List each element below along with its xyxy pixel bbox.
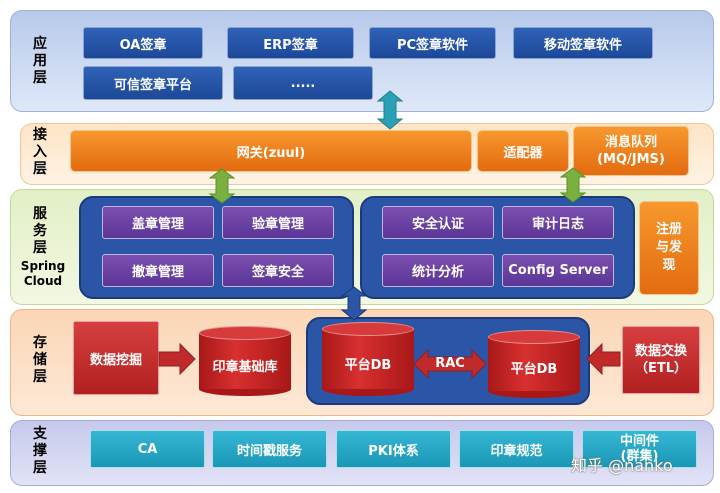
seal-security-box: 签章安全 [222, 254, 334, 287]
data-exchange-label: 数据交换 [634, 344, 687, 359]
seal-management-box: 盖章管理 [102, 206, 214, 239]
support-layer-label: 支撑层 [33, 426, 47, 476]
data-exchange-sublabel: （ETL） [634, 361, 688, 376]
registry-discovery-box: 注册与发现 [639, 201, 699, 295]
message-queue-box: 消息队列 (MQ/JMS) [573, 126, 689, 176]
seal-verify-box: 验章管理 [222, 206, 334, 239]
storage-layer-label: 存储层 [33, 335, 47, 385]
cloud-label: Cloud [23, 274, 63, 288]
oa-seal-box: OA签章 [83, 27, 203, 59]
watermark-text: 知乎 @nanko [571, 456, 673, 475]
config-server-box: Config Server [502, 254, 614, 287]
message-queue-sublabel: (MQ/JMS) [597, 152, 665, 167]
access-layer-label: 接入层 [33, 127, 47, 177]
ca-box: CA [90, 430, 205, 468]
mobile-seal-software-box: 移动签章软件 [513, 27, 653, 59]
registry-discovery-label: 注册与发现 [655, 222, 682, 273]
platform-db-b-cylinder: 平台DB [488, 330, 580, 398]
middleware-sublabel: (群集) [620, 449, 659, 464]
erp-seal-box: ERP签章 [227, 27, 354, 59]
data-mining-box: 数据挖掘 [73, 321, 159, 395]
seal-standard-box: 印章规范 [459, 430, 574, 468]
message-queue-label: 消息队列 [604, 135, 657, 150]
pc-seal-software-box: PC签章软件 [369, 27, 496, 59]
statistics-box: 统计分析 [382, 254, 494, 287]
trusted-seal-platform-box: 可信签章平台 [83, 66, 223, 100]
rac-label: RAC [435, 356, 465, 371]
spring-label: Spring [20, 259, 66, 273]
security-auth-box: 安全认证 [382, 206, 494, 239]
middleware-label: 中间件 [619, 434, 659, 449]
platform-db-a-cylinder: 平台DB [322, 322, 414, 396]
adapter-box: 适配器 [477, 130, 569, 172]
data-exchange-box: 数据交换 （ETL） [622, 326, 700, 394]
pki-system-box: PKI体系 [336, 430, 451, 468]
app-layer-label: 应用层 [33, 36, 47, 86]
more-box: ..... [233, 66, 373, 100]
service-layer-label: 服务层 [33, 206, 47, 256]
timestamp-service-box: 时间戳服务 [212, 430, 327, 468]
middleware-box: 中间件 (群集) [582, 430, 697, 468]
seal-base-db-cylinder: 印章基础库 [199, 326, 291, 396]
platform-db-b-label: 平台DB [510, 362, 558, 377]
gateway-box: 网关(zuul) [70, 130, 472, 172]
seal-base-db-label: 印章基础库 [212, 360, 278, 375]
seal-revoke-box: 撤章管理 [102, 254, 214, 287]
platform-db-a-label: 平台DB [344, 358, 392, 373]
audit-log-box: 审计日志 [502, 206, 614, 239]
